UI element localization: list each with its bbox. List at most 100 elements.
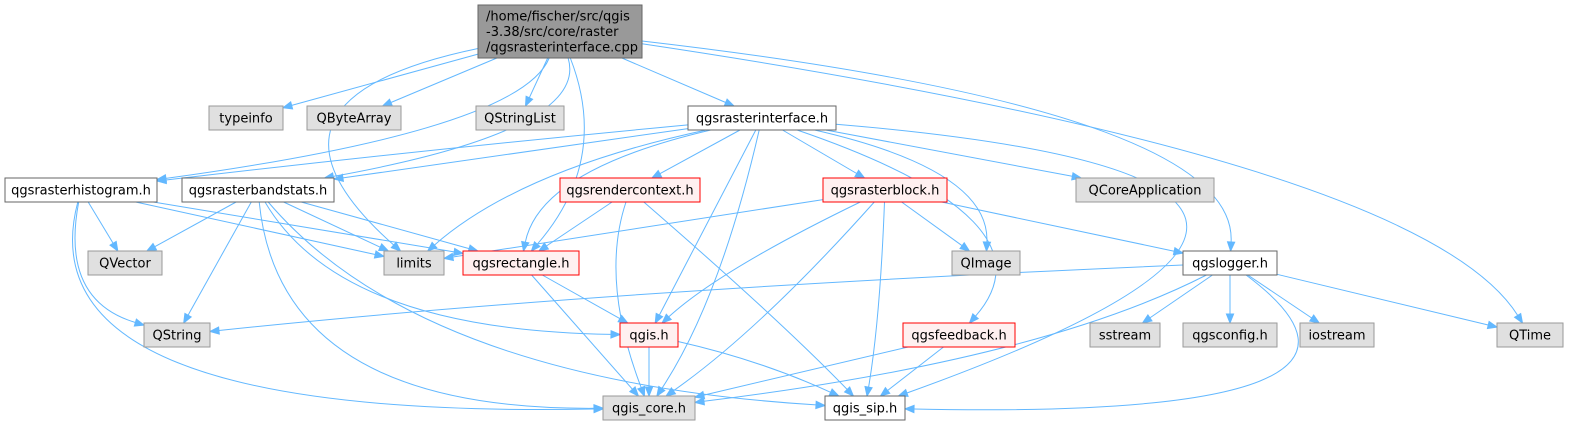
node-box — [602, 395, 696, 421]
edge-qgsrasterblock_h-to-limits — [442, 199, 824, 262]
edge-line — [528, 57, 549, 99]
edge-arrowhead — [897, 388, 909, 397]
edge-line — [135, 201, 376, 255]
node-label: sstream — [1099, 329, 1151, 344]
node-iostream: iostream — [1299, 322, 1375, 348]
edge-line — [434, 129, 707, 246]
node-box — [87, 250, 163, 276]
edge-qgslogger_h-to-sstream — [1141, 274, 1213, 324]
edge-arrowhead — [959, 241, 971, 252]
node-qgsrasterbandstats-h[interactable]: qgsrasterbandstats.h — [181, 177, 335, 203]
node-label: QByteArray — [317, 112, 392, 127]
edge-arrowhead — [854, 169, 866, 179]
edge-qgsrendercontext_h-to-qgis_sip_h — [643, 201, 855, 397]
edge-arrowhead — [644, 386, 654, 398]
node-box — [1089, 322, 1161, 348]
edge-line — [153, 201, 455, 253]
node-box — [687, 105, 837, 131]
edge-line — [74, 201, 136, 323]
node-label: qgsrasterbandstats.h — [189, 184, 328, 199]
edge-arrowhead — [693, 390, 706, 400]
edge-arrowhead — [145, 242, 158, 252]
edge-arrowhead — [133, 318, 146, 327]
node-label: qgsfeedback.h — [911, 329, 1006, 344]
node-qgsrendercontext-h[interactable]: qgsrendercontext.h — [559, 177, 701, 203]
node-qgis-h[interactable]: qgis.h — [619, 322, 679, 348]
node-box — [208, 105, 284, 131]
edge-qgsrasterinterface_h-to-qgis_h — [654, 129, 757, 325]
node-qgsrectangle-h[interactable]: qgsrectangle.h — [462, 250, 580, 276]
edge-arrowhead — [524, 95, 534, 108]
node-qimage: QImage — [951, 250, 1021, 276]
edge-line — [87, 201, 114, 244]
node-box — [4, 177, 158, 203]
edge-line — [301, 201, 470, 250]
node-label: iostream — [1308, 329, 1365, 344]
edge-arrowhead — [373, 250, 386, 259]
edge-line — [267, 201, 817, 406]
edge-arrowhead — [654, 312, 664, 325]
node-qgis-core-h: qgis_core.h — [602, 395, 696, 421]
node-root[interactable]: /home/fischer/src/qgis-3.38/src/core/ras… — [477, 4, 643, 59]
edge-qgslogger_h-to-qgis_core_h — [693, 274, 1207, 406]
node-box — [619, 322, 679, 348]
node-qgsrasterhistogram-h[interactable]: qgsrasterhistogram.h — [4, 177, 158, 203]
edge-line — [390, 57, 498, 103]
edge-line — [868, 201, 885, 388]
node-label: /home/fischer/src/qgis — [486, 10, 630, 25]
edge-qgsrasterhistogram_h-to-qvector — [87, 201, 119, 253]
edge-root-to-qbytearray — [381, 57, 498, 107]
edge-line — [659, 129, 741, 175]
edge-qgslogger_h-to-iostream — [1247, 274, 1321, 324]
edge-line — [621, 57, 726, 103]
node-qvector: QVector — [87, 250, 163, 276]
edge-root-to-qgslogger_h — [641, 40, 1236, 253]
node-qgsrasterinterface-h[interactable]: qgsrasterinterface.h — [687, 105, 837, 131]
edge-qgsrasterbandstats_h-to-qvector — [145, 201, 237, 252]
edge-qgsrasterhistogram_h-to-qstring — [74, 201, 146, 327]
edge-arrowhead — [381, 98, 394, 107]
node-layer: /home/fischer/src/qgis-3.38/src/core/ras… — [4, 4, 1564, 421]
node-box — [475, 105, 565, 131]
node-qstring: QString — [143, 322, 211, 348]
node-sstream: sstream — [1089, 322, 1161, 348]
edge-arrowhead — [879, 386, 891, 397]
node-qgslogger-h[interactable]: qgslogger.h — [1182, 250, 1278, 276]
node-box — [559, 177, 701, 203]
edge-line — [703, 274, 1207, 402]
edge-arrowhead — [1172, 246, 1185, 256]
node-box — [462, 250, 580, 276]
node-qgsfeedback-h[interactable]: qgsfeedback.h — [902, 322, 1016, 348]
edge-arrowhead — [968, 313, 980, 325]
edge-qgsrasterhistogram_h-to-qgis_core_h — [72, 201, 605, 414]
node-typeinfo: typeinfo — [208, 105, 284, 131]
node-box — [1299, 322, 1375, 348]
edge-arrowhead — [1513, 312, 1524, 325]
edge-qgsrasterinterface_h-to-qgsfeedback_h — [796, 129, 997, 325]
edge-line — [668, 201, 861, 318]
edge-line — [913, 274, 1299, 411]
edge-qgsfeedback_h-to-qgis_sip_h — [879, 346, 944, 397]
edge-arrowhead — [183, 312, 193, 325]
edge-qgsrectangle_h-to-qgis_h — [542, 274, 629, 324]
node-box — [383, 250, 445, 276]
edge-line — [187, 201, 252, 316]
node-qgis-sip-h[interactable]: qgis_sip.h — [824, 395, 906, 421]
edge-line — [641, 43, 1519, 316]
edge-line — [258, 201, 595, 409]
node-label: -3.38/src/core/raster — [486, 25, 619, 40]
edge-line — [1149, 274, 1213, 319]
edge-root-to-limits — [328, 48, 479, 252]
node-qstringlist: QStringList — [475, 105, 565, 131]
edge-root-to-qtime — [641, 43, 1524, 325]
node-label: QCoreApplication — [1089, 184, 1202, 199]
edge-qgis_h-to-qgis_core_h — [644, 347, 654, 398]
edge-qgslogger_h-to-qgsconfig_h — [1225, 275, 1235, 325]
node-label: qgis_core.h — [612, 402, 686, 417]
edge-qgsrasterinterface_h-to-qgis_core_h — [656, 129, 760, 398]
edge-line — [1276, 273, 1489, 326]
edge-arrowhead — [815, 400, 827, 410]
edge-arrowhead — [828, 388, 841, 397]
node-label: qgsrendercontext.h — [566, 184, 693, 199]
node-qgsrasterblock-h[interactable]: qgsrasterblock.h — [822, 177, 948, 203]
